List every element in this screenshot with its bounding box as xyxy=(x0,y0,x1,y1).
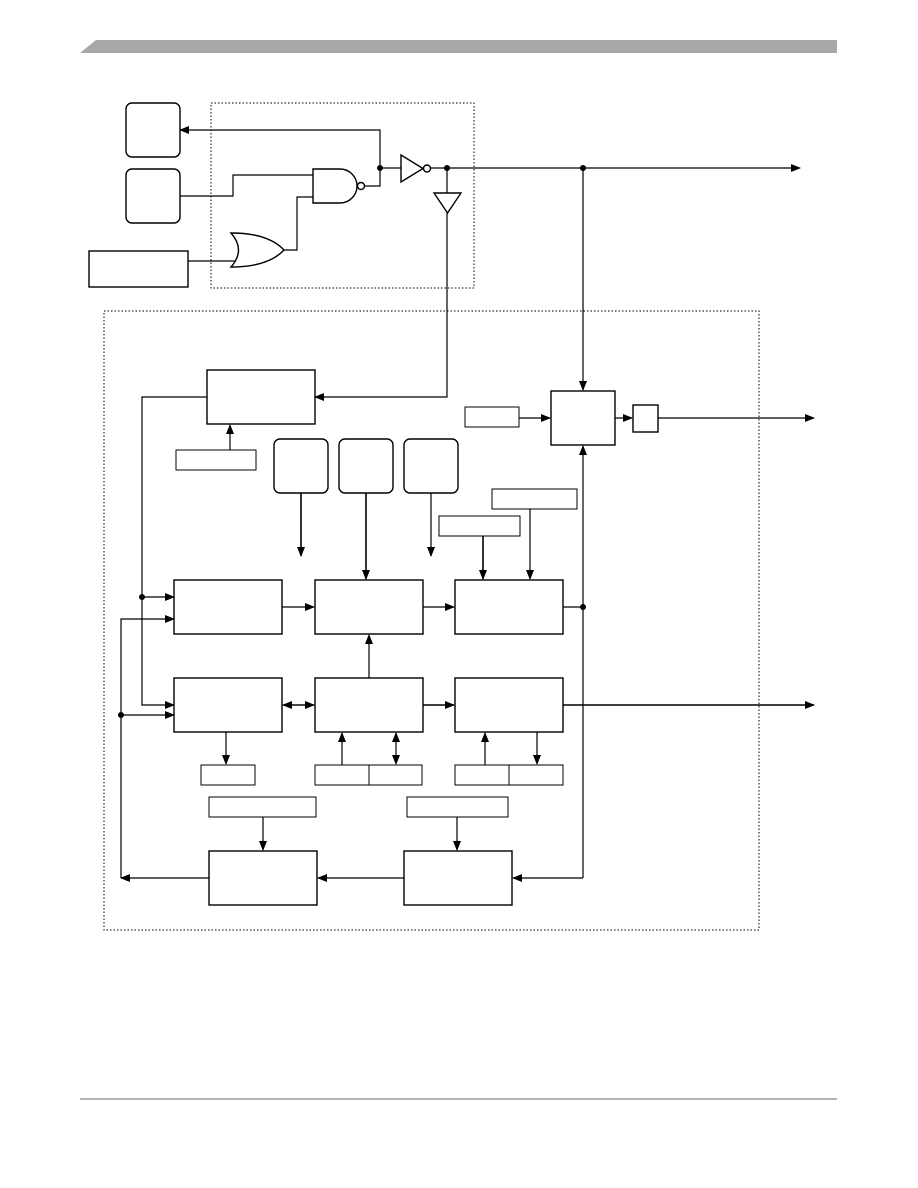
sig-label-a xyxy=(438,515,521,537)
inverter xyxy=(400,153,425,184)
junction-dot xyxy=(118,712,124,718)
header-bar xyxy=(80,40,837,53)
output-small-box xyxy=(632,404,659,433)
header-bar-shape xyxy=(80,40,837,53)
bottom-sig-b xyxy=(406,796,509,818)
block-r2c1 xyxy=(173,677,283,733)
buffer xyxy=(432,192,463,215)
wire-nand-to-junction xyxy=(365,167,401,187)
sub-box-r2c2-a xyxy=(314,764,370,786)
wire-feedback-to-box1 xyxy=(179,126,381,168)
sub-box-r2c3-a xyxy=(454,764,510,786)
sensor-box-1 xyxy=(273,438,329,494)
wire-left-bus xyxy=(120,615,175,878)
junction-dot xyxy=(377,165,383,171)
nand-gate xyxy=(312,168,358,204)
or-gate xyxy=(229,232,285,268)
block-r1c3 xyxy=(454,579,564,635)
block-r1c2 xyxy=(314,579,424,635)
junction-dot xyxy=(444,165,450,171)
junction-dot xyxy=(580,604,586,610)
top-block xyxy=(206,369,316,425)
wire-top-block-left xyxy=(141,396,207,709)
junction-dot xyxy=(139,594,145,600)
top-left-box-1 xyxy=(125,102,181,158)
wire-or-to-nand xyxy=(284,196,313,251)
upper-right-block xyxy=(550,390,616,446)
bottom-sig-a xyxy=(208,796,317,818)
bottom-block-right xyxy=(403,850,513,906)
sig-label-b xyxy=(491,488,578,510)
left-input-sig xyxy=(464,406,520,428)
nand-bubble xyxy=(356,181,366,191)
wire-box2-to-nand xyxy=(180,174,313,197)
bottom-block-left xyxy=(208,850,318,906)
junction-dot xyxy=(580,165,586,171)
sub-box-r2c2-b xyxy=(368,764,423,786)
block-r2c3 xyxy=(454,677,564,733)
sensor-box-3 xyxy=(403,438,459,494)
or-input-box xyxy=(88,250,189,288)
block-r1c1 xyxy=(173,579,283,635)
top-block-sig xyxy=(175,449,257,471)
sub-box-r2c1 xyxy=(200,764,256,786)
block-r2c2 xyxy=(314,677,424,733)
sensor-box-2 xyxy=(338,438,394,494)
wire-buffer-to-top-block xyxy=(314,213,448,401)
sub-box-r2c3-b xyxy=(508,764,564,786)
top-left-box-2 xyxy=(125,168,181,224)
footer-rule xyxy=(80,1098,837,1100)
inverter-bubble xyxy=(422,164,432,173)
